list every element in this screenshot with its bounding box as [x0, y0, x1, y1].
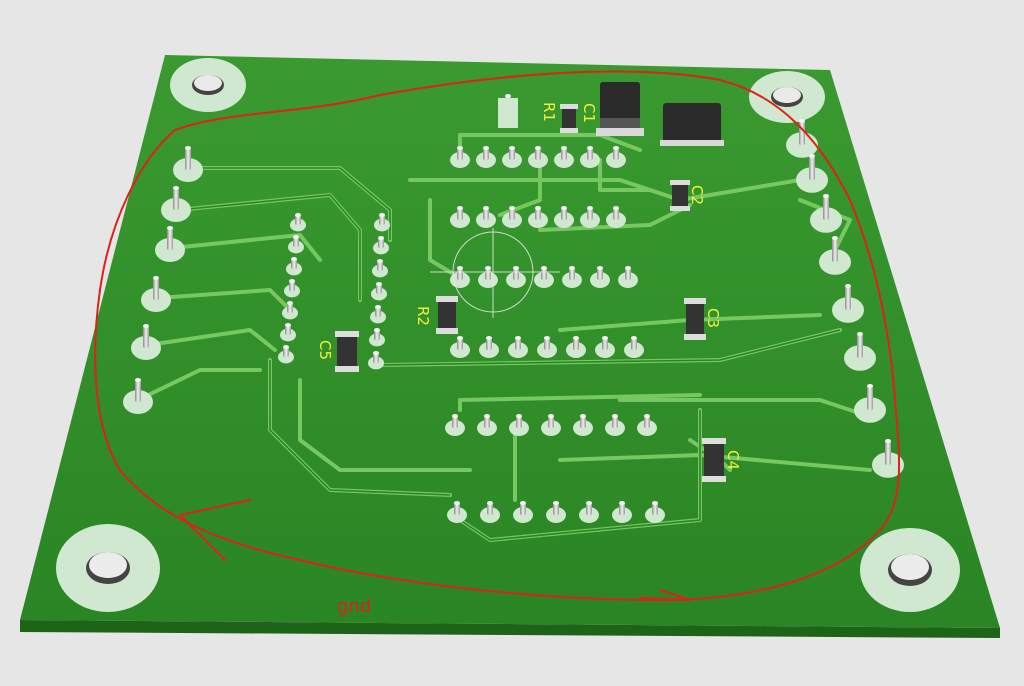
ic-pin	[480, 501, 500, 523]
label-r2: R2	[414, 306, 432, 326]
ic-pin	[537, 336, 557, 358]
resistor-r2	[438, 298, 456, 332]
capacitor-c4	[704, 440, 724, 480]
ic-pin	[477, 414, 497, 436]
header-pin	[278, 345, 294, 364]
ic-pin	[528, 146, 548, 168]
header-pin	[372, 259, 388, 278]
header-pin	[284, 279, 300, 298]
ic-pin	[637, 414, 657, 436]
component-block	[663, 103, 721, 143]
ic-pin	[445, 414, 465, 436]
ic-pin	[606, 146, 626, 168]
right-connector-pin	[832, 284, 864, 323]
ic-pin	[605, 414, 625, 436]
board-top	[20, 55, 1000, 628]
capacitor-c5	[337, 333, 357, 371]
header-pin	[288, 235, 304, 254]
ic-pin	[476, 206, 496, 228]
ic-pin	[554, 146, 574, 168]
through-hole-pins	[123, 94, 904, 523]
header-pin	[290, 213, 306, 232]
left-connector-pin	[173, 146, 203, 182]
ic-pin	[595, 336, 615, 358]
left-connector-pin	[141, 276, 171, 312]
left-connector-pin	[161, 186, 191, 222]
header-pin	[374, 213, 390, 232]
ic-pin	[573, 414, 593, 436]
label-c2: C2	[688, 185, 706, 205]
smd-components	[335, 82, 726, 482]
gnd-annotation-loop	[94, 70, 901, 602]
left-connector-pin	[123, 378, 153, 414]
mounting-holes	[56, 58, 960, 612]
ic-pin	[502, 206, 522, 228]
ic-pin	[502, 146, 522, 168]
board-edge	[20, 620, 1000, 638]
header-pin	[370, 305, 386, 324]
ic-pin	[450, 146, 470, 168]
ic-pin	[580, 206, 600, 228]
crosshair-cursor	[430, 228, 560, 318]
ic-pin	[562, 266, 582, 288]
header-pin	[368, 351, 384, 370]
ic-pin	[580, 146, 600, 168]
header-pin	[369, 328, 385, 347]
ic-pin	[513, 501, 533, 523]
resistor-r1	[562, 106, 576, 132]
right-connector-pin	[872, 439, 904, 478]
left-connector-pin	[131, 324, 161, 360]
ic-pin	[450, 206, 470, 228]
ic-pin	[566, 336, 586, 358]
ic-pin	[579, 501, 599, 523]
label-c1: C1	[580, 103, 598, 123]
silkscreen-labels: C1 R1 C2 C3 R2 C5 C4	[316, 102, 742, 470]
header-pin	[282, 301, 298, 320]
capacitor-c2	[672, 182, 688, 210]
right-connector-pin	[819, 236, 851, 275]
ic-pin	[506, 266, 526, 288]
ic-pin	[546, 501, 566, 523]
right-connector-pin	[810, 194, 842, 233]
right-connector-pin	[796, 154, 828, 193]
gnd-label: gnd	[337, 596, 371, 617]
capacitor-c3	[686, 300, 704, 338]
header-pin	[286, 257, 302, 276]
ic-pin	[612, 501, 632, 523]
label-c5: C5	[316, 340, 334, 360]
label-c3: C3	[704, 308, 722, 328]
label-r1: R1	[540, 102, 558, 122]
ic-pin	[541, 414, 561, 436]
ic-pin	[554, 206, 574, 228]
ic-pin	[590, 266, 610, 288]
ic-pin	[450, 336, 470, 358]
ic-pin	[645, 501, 665, 523]
left-connector-pin	[155, 226, 185, 262]
header-pin	[373, 236, 389, 255]
ic-pin	[534, 266, 554, 288]
right-connector-pin	[854, 384, 886, 423]
ic-pin	[618, 266, 638, 288]
ic-pin	[606, 206, 626, 228]
ic-pin	[624, 336, 644, 358]
label-c4: C4	[724, 450, 742, 470]
ic-pin	[528, 206, 548, 228]
right-connector-pin	[844, 332, 876, 371]
header-top	[498, 98, 518, 128]
header-pin	[371, 282, 387, 301]
ic-pin	[447, 501, 467, 523]
ic-pin	[476, 146, 496, 168]
ic-pin	[508, 336, 528, 358]
ic-pin	[479, 336, 499, 358]
ic-pin	[509, 414, 529, 436]
header-pin	[280, 323, 296, 342]
